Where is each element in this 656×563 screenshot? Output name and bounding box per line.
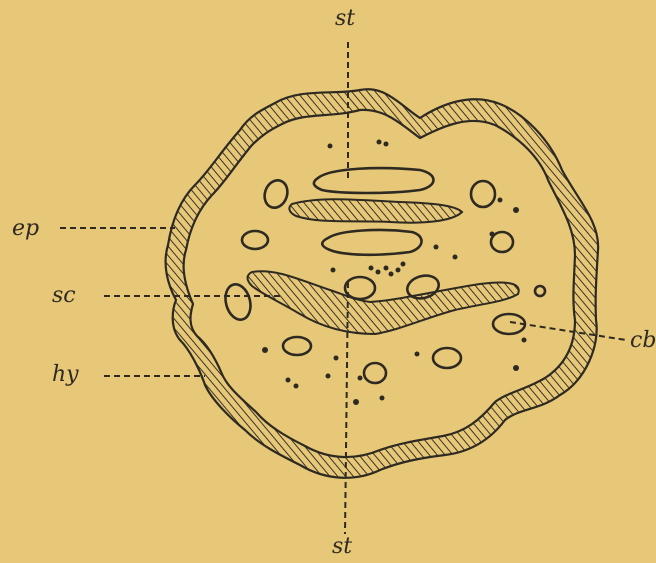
label-st-bottom: st (332, 536, 352, 558)
small-dots (262, 140, 527, 406)
cell-11 (364, 363, 386, 383)
bundle-middle (322, 230, 421, 255)
bundle-upper (314, 168, 434, 193)
cell-10 (433, 348, 461, 368)
cell-3 (471, 181, 495, 207)
cell-9 (283, 337, 311, 355)
cell-5 (222, 282, 254, 323)
cell-4 (491, 232, 513, 252)
epidermis-ring (166, 89, 599, 478)
sclerenchyma-band-1 (289, 199, 462, 222)
sclerenchyma-band-2 (248, 271, 519, 334)
cell-12 (535, 286, 545, 296)
label-hy: hy (52, 364, 79, 386)
label-st-top: st (335, 8, 355, 30)
leader-cb (510, 322, 626, 340)
label-ep: ep (12, 218, 39, 240)
cell-2 (242, 231, 268, 249)
cell-6 (345, 277, 375, 299)
cell-1 (261, 177, 291, 211)
label-cb: cb (630, 330, 656, 352)
label-sc: sc (52, 285, 76, 307)
